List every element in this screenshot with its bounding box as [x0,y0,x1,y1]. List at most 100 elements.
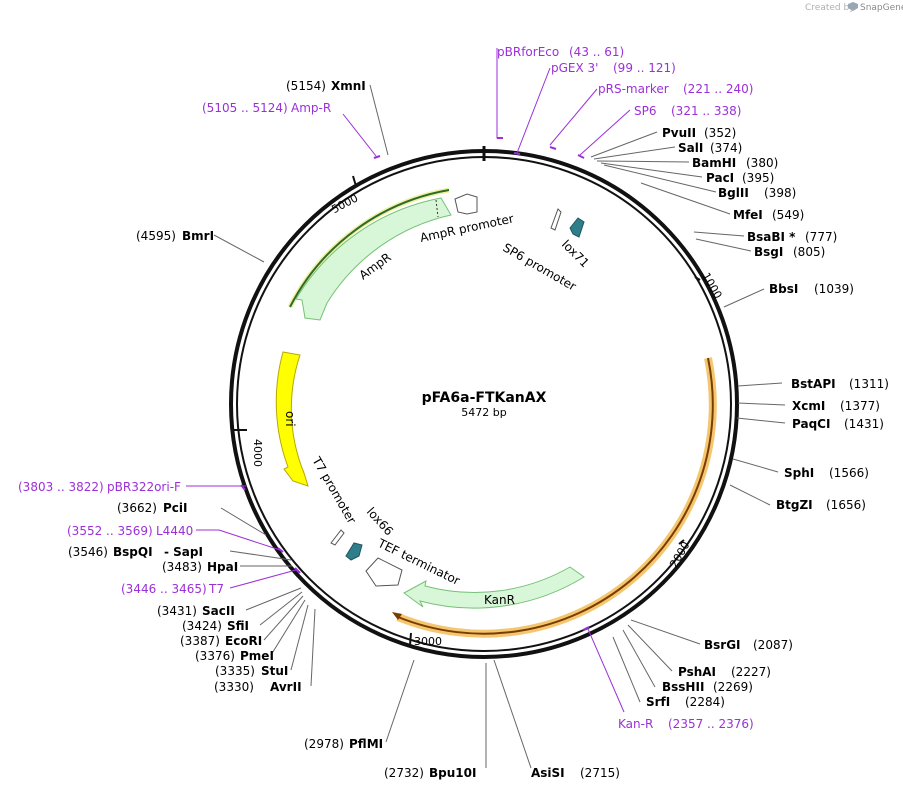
enzyme-name-bbsi: BbsI [769,282,798,296]
enzyme-pos-paqci: (1431) [844,417,884,431]
enzyme-name-sfii: SfiI [227,619,249,633]
kanr-label: KanR [484,593,515,607]
plasmid-name: pFA6a-FTKanAX [422,390,547,406]
enzyme-name-pvuii: PvuII [662,126,696,140]
enzyme-name-pflmi: PflMI [349,737,383,751]
enzyme-name-bmri: BmrI [182,229,214,243]
primer-range-pbr322ori-f: (3803 .. 3822) [18,480,104,494]
primer-range-t7: (3446 .. 3465) [121,582,207,596]
enzyme-pos-sfii: (3424) [182,619,222,633]
enzyme-name-bspqi: BspQI [113,545,153,559]
primer-range-amp-r: (5105 .. 5124) [202,101,288,115]
tick-mark-3000 [409,632,412,646]
enzyme-name-pshai: PshAI [678,665,716,679]
primer-name-pgex3: pGEX 3' [551,61,598,75]
primer-mark-pgex3 [513,152,521,155]
enzyme-labels: (5154) XmnI (4595) BmrI PvuII (352) SalI… [68,79,889,780]
enzyme-pos-bsshii: (2269) [713,680,753,694]
primer-range-pbrforeco: (43 .. 61) [569,45,624,59]
t7-promoter-arrow[interactable] [330,529,345,546]
enzyme-pos-pflmi: (2978) [304,737,344,751]
primer-mark-sp6 [577,154,585,159]
enzyme-name-pmei: PmeI [240,649,274,663]
enzyme-name-bglii: BglII [718,186,749,200]
enzyme-pos-bsabi: (777) [805,230,837,244]
enzyme-name-hpai: HpaI [207,560,238,574]
enzyme-pos-xcmi: (1377) [840,399,880,413]
primer-mark-amp-r [373,155,381,159]
enzyme-name-btgzi: BtgZI [776,498,813,512]
primer-name-sp6: SP6 [634,104,657,118]
enzyme-name-bpu10i: Bpu10I [429,766,476,780]
ampr-divider [435,199,439,218]
tick-mark-1000 [694,276,701,281]
snapgene-logo-icon [848,2,858,11]
enzyme-name-mfei: MfeI [733,208,763,222]
enzyme-name-sali: SalI [678,141,703,155]
enzyme-pos-bamhi: (380) [746,156,778,170]
enzyme-pos-paci: (395) [742,171,774,185]
enzyme-pos-xmni: (5154) [286,79,326,93]
primer-mark-l4440 [277,547,284,553]
credit-brand: SnapGene [860,3,903,13]
enzyme-leaders [213,84,786,769]
enzyme-pos-avrii: (3330) [214,680,254,694]
primer-name-kan-r: Kan-R [618,717,653,731]
enzyme-name-xmni: XmnI [331,79,366,93]
sp6-promoter-arrow[interactable] [550,208,562,231]
tick-label-4000: 4000 [251,439,264,467]
enzyme-name-bsabi: BsaBI * [747,230,796,244]
primer-range-kan-r: (2357 .. 2376) [668,717,754,731]
primer-range-prs-marker: (221 .. 240) [683,82,753,96]
enzyme-name-paqci: PaqCI [792,417,830,431]
enzyme-pos-bmri: (4595) [136,229,176,243]
primer-name-prs-marker: pRS-marker [598,82,669,96]
enzyme-pos-pmei: (3376) [195,649,235,663]
enzyme-name-stui: StuI [261,664,288,678]
enzyme-name-xcmi: XcmI [792,399,825,413]
primer-mark-kan-r [582,626,590,631]
enzyme-pos-asisi: (2715) [580,766,620,780]
enzyme-pos-bglii: (398) [764,186,796,200]
primer-name-pbrforeco: pBRforEco [497,45,559,59]
lox66-marker[interactable] [345,542,363,561]
enzyme-pos-pshai: (2227) [731,665,771,679]
enzyme-name-asisi: AsiSI [531,766,565,780]
plasmid-size: 5472 bp [461,406,506,419]
enzyme-pos-bsgi: (805) [793,245,825,259]
enzyme-name-bamhi: BamHI [692,156,736,170]
enzyme-name-bstapi: BstAPI [791,377,836,391]
enzyme-name-bsrgi: BsrGI [704,638,741,652]
enzyme-name-bsshii: BssHII [662,680,704,694]
primer-range-l4440: (3552 .. 3569) [67,524,153,538]
kanr-arrow[interactable] [403,566,585,609]
lox71-label: lox71 [559,237,592,270]
primer-mark-prs-marker [549,146,557,150]
enzyme-pos-sacii: (3431) [157,604,197,618]
tick-label-1000: 1000 [699,270,724,301]
enzyme-pos-mfei: (549) [772,208,804,222]
lox71-marker[interactable] [569,217,585,238]
credit-prefix: Created by [805,3,855,13]
enzyme-pos-bspqi: (3546) [68,545,108,559]
enzyme-pos-bpu10i: (2732) [384,766,424,780]
tick-mark-2000 [678,539,685,545]
enzyme-name-sapi: - SapI [164,545,203,559]
enzyme-pos-bbsi: (1039) [814,282,854,296]
enzyme-name-srfi: SrfI [646,695,670,709]
enzyme-pos-sali: (374) [710,141,742,155]
ori-label: ori [283,411,297,427]
tef-terminator-arrow[interactable] [365,557,403,587]
enzyme-name-sacii: SacII [202,604,235,618]
primer-mark-t7 [294,567,301,574]
enzyme-pos-hpai: (3483) [162,560,202,574]
enzyme-name-sphi: SphI [784,466,814,480]
primer-range-sp6: (321 .. 338) [671,104,741,118]
primer-name-pbr322ori-f: pBR322ori-F [107,480,181,494]
enzyme-pos-sphi: (1566) [829,466,869,480]
primer-leaders [186,48,631,713]
ampr-arrow[interactable] [295,197,452,321]
kan-arrow-line [397,357,714,635]
ampr-promoter-arrow[interactable] [454,193,478,215]
ori-arrow[interactable] [275,351,309,487]
